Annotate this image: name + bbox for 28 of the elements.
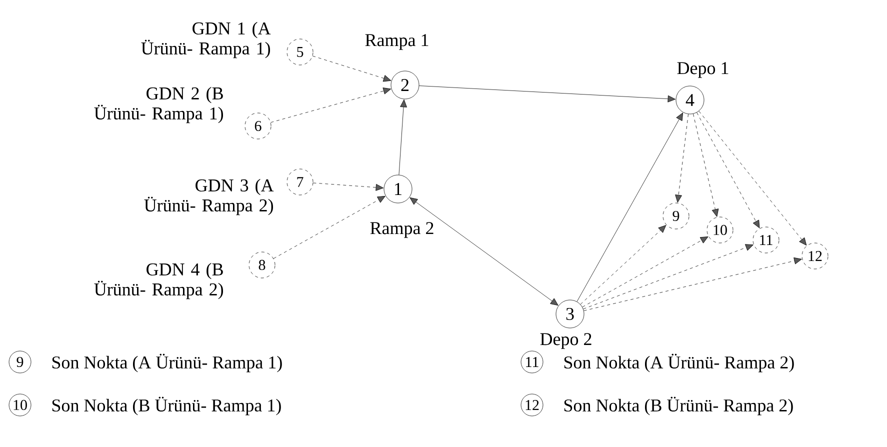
- arrow: [418, 86, 676, 102]
- node-caption: GDN 1 (A Ürünü- Rampa 1): [141, 22, 271, 58]
- node-caption: Son Nokta (A Ürünü- Rampa 2): [564, 354, 794, 372]
- arrow: [583, 244, 754, 310]
- node-caption: Depo 1: [677, 62, 728, 78]
- arrow: [693, 114, 719, 217]
- arrow: [584, 257, 802, 311]
- arrow: [698, 110, 807, 246]
- arrow: [410, 197, 558, 306]
- node-caption: GDN 4 (B Ürünü- Rampa 2): [94, 262, 224, 300]
- node-caption: GDN 3 (A Ürünü- Rampa 2): [144, 178, 274, 216]
- arrow: [576, 112, 683, 302]
- node-caption: Rampa 1: [365, 34, 428, 50]
- arrow: [312, 182, 384, 191]
- arrow: [270, 88, 392, 123]
- arrow: [580, 225, 666, 305]
- node-caption: Son Nokta (B Ürünü- Rampa 1): [52, 396, 281, 416]
- node-caption: Depo 2: [540, 333, 592, 349]
- arrow: [312, 56, 392, 82]
- arrow: [273, 196, 386, 259]
- arrow: [675, 114, 688, 203]
- arrow: [582, 236, 708, 308]
- arrow: [696, 112, 760, 228]
- node-caption: Son Nokta (B Ürünü- Rampa 2): [564, 396, 793, 416]
- node-caption: Son Nokta (A Ürünü- Rampa 1): [52, 354, 282, 372]
- node-caption: Rampa 2: [370, 222, 434, 238]
- arrow: [398, 99, 407, 176]
- node-caption: GDN 2 (B Ürünü- Rampa 1): [94, 86, 224, 124]
